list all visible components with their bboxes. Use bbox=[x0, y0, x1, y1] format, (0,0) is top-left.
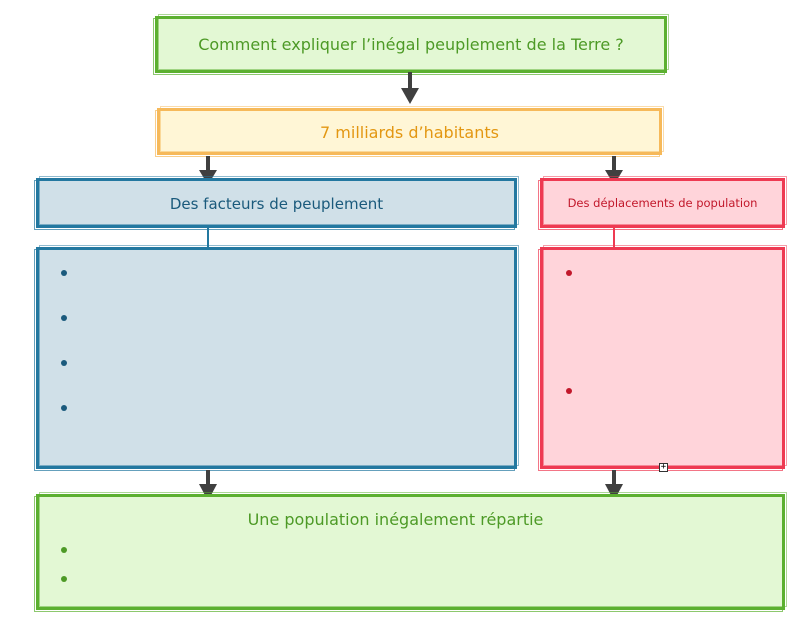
arrow-down-icon bbox=[605, 156, 623, 185]
movements-title: Des déplacements de population bbox=[567, 196, 758, 210]
movements-header: Des déplacements de population bbox=[538, 176, 787, 230]
factors-header: Des facteurs de peuplement bbox=[34, 176, 519, 230]
factors-connector bbox=[207, 228, 209, 248]
list-item bbox=[61, 270, 67, 276]
list-item bbox=[61, 547, 67, 553]
question-box: Comment expliquer l’inégal peuplement de… bbox=[153, 14, 669, 75]
factors-title: Des facteurs de peuplement bbox=[169, 195, 384, 213]
list-item bbox=[61, 315, 67, 321]
expand-icon[interactable]: + bbox=[659, 462, 668, 472]
arrow-down-icon bbox=[199, 156, 217, 185]
arrow-down-icon bbox=[401, 72, 419, 104]
result-box: Une population inégalement répartie bbox=[34, 492, 787, 612]
population-text: 7 milliards d’habitants bbox=[320, 123, 499, 142]
list-item bbox=[61, 360, 67, 366]
list-item bbox=[61, 405, 67, 411]
result-title: Une population inégalement répartie bbox=[247, 510, 544, 529]
movements-body bbox=[538, 245, 787, 471]
list-item bbox=[61, 576, 67, 582]
factors-body bbox=[34, 245, 519, 471]
question-text: Comment expliquer l’inégal peuplement de… bbox=[198, 35, 624, 54]
list-item bbox=[566, 270, 572, 276]
list-item bbox=[566, 388, 572, 394]
population-box: 7 milliards d’habitants bbox=[155, 106, 664, 157]
movements-connector bbox=[613, 228, 615, 248]
